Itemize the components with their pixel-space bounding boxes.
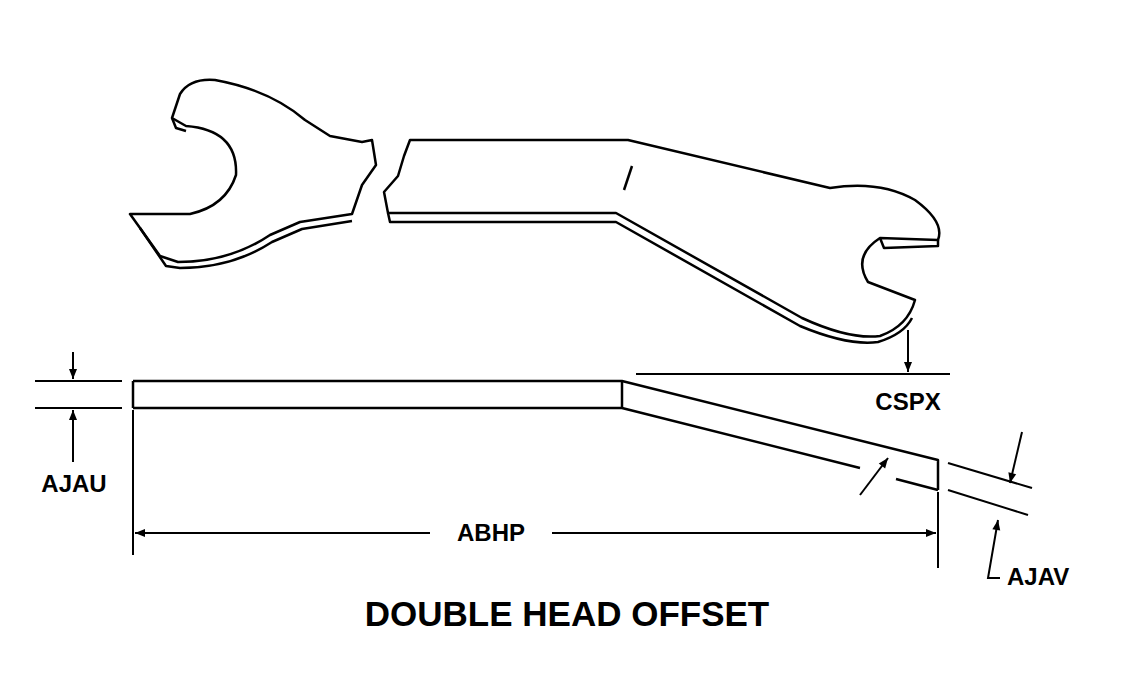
dimension-code: CSPX (872, 390, 943, 414)
dimension-code: ABHP (454, 521, 528, 545)
dimension-code: AJAU (38, 472, 109, 496)
dimension-code: AJAV (1004, 565, 1072, 589)
figure-caption: DOUBLE HEAD OFFSET (362, 596, 772, 631)
